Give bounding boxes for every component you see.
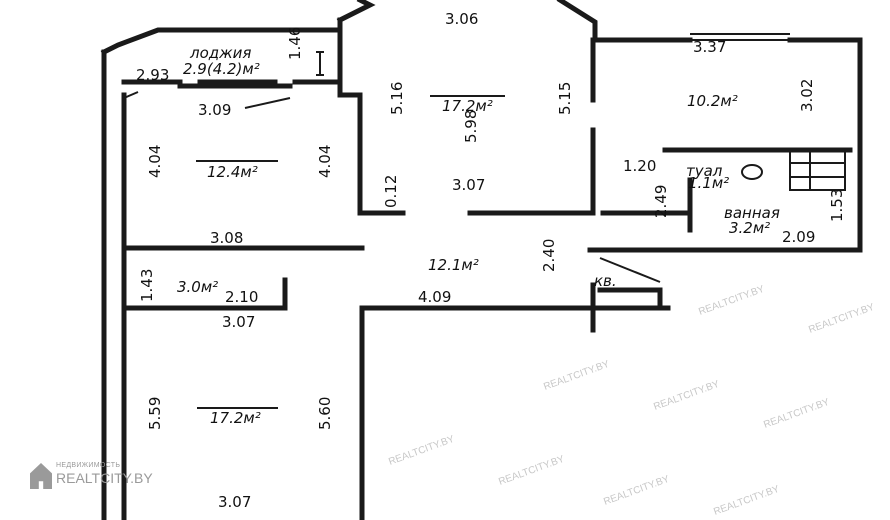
- room-top-right-dim-top: 3.37: [693, 38, 726, 56]
- bathroom-dim-width: 2.09: [782, 228, 815, 246]
- loggia-outer-wall: [100, 27, 363, 216]
- realtcity-logo: НЕДВИЖИМОСТЬ REALTCITY.BY: [30, 462, 180, 492]
- bathroom-name: ванная: [724, 204, 780, 222]
- bathroom-dim-left: 2.49: [652, 185, 670, 218]
- room-bottom-left-dim-left: 5.59: [146, 397, 164, 430]
- watermark-text: REALTCITY.BY: [697, 284, 766, 318]
- watermark-pattern: REALTCITY.BY REALTCITY.BY REALTCITY.BY R…: [387, 284, 876, 518]
- watermark-text: REALTCITY.BY: [807, 302, 876, 336]
- loggia-pointer: [244, 97, 291, 109]
- top-center-right-wall: [467, 37, 596, 216]
- room-bottom-left-dim-bottom: 3.07: [218, 493, 251, 511]
- room-left-top-dim-bottom: 3.08: [210, 229, 243, 247]
- watermark-text: REALTCITY.BY: [652, 379, 721, 413]
- room-bottom-left-dim-right: 5.60: [316, 397, 334, 430]
- walls: [100, 0, 863, 520]
- bathroom-area: 3.2м²: [729, 219, 770, 237]
- watermark-text: REALTCITY.BY: [712, 484, 781, 518]
- room-top-center-dim-bottom: 3.07: [452, 176, 485, 194]
- entry-door-swing: [599, 257, 661, 283]
- wc-name: туал: [686, 162, 723, 180]
- loggia-dim-marker: [316, 51, 324, 76]
- door-mark-left: [123, 91, 139, 99]
- bathtub-tiles: [790, 150, 845, 190]
- top-right-room-wall: [607, 37, 863, 253]
- watermark-text: REALTCITY.BY: [602, 474, 671, 508]
- house-icon: [30, 463, 52, 489]
- room-left-top-dim-left: 4.04: [146, 145, 164, 178]
- storage-dim-left: 1.43: [138, 269, 156, 302]
- storage-dim-right: 2.10: [225, 288, 258, 306]
- area-underlines: [196, 95, 505, 409]
- hall-area: 12.1м²: [428, 256, 479, 274]
- logo-subtitle: НЕДВИЖИМОСТЬ: [56, 462, 121, 469]
- watermark-text: REALTCITY.BY: [497, 454, 566, 488]
- outer-wall-left: [101, 49, 127, 520]
- room-top-center-dim-depth: 5.98: [462, 110, 480, 143]
- room-left-top-dim-right: 4.04: [316, 145, 334, 178]
- room-top-center-dim-left: 5.16: [388, 82, 406, 115]
- room-top-center-dim-right: 5.15: [556, 82, 574, 115]
- watermark-text: REALTCITY.BY: [387, 434, 456, 468]
- room-top-center-dim-small: 0.12: [382, 175, 400, 208]
- storage-area: 3.0м²: [177, 278, 218, 296]
- wc-dim: 1.20: [623, 157, 656, 175]
- loggia-area: 2.9(4.2)м²: [183, 60, 260, 78]
- bath-fixtures: [741, 149, 846, 191]
- storage-walls: [121, 277, 288, 311]
- loggia-name: лоджия: [189, 44, 251, 62]
- watermark-text: REALTCITY.BY: [542, 359, 611, 393]
- hall-dim-bottom: 4.09: [418, 288, 451, 306]
- bathroom-dim-side: 1.53: [828, 189, 846, 222]
- watermark-text: REALTCITY.BY: [762, 397, 831, 431]
- room-top-right-dim-right: 3.02: [798, 79, 816, 112]
- area-underline: [196, 95, 505, 409]
- loggia-dim-side: 1.46: [286, 27, 304, 60]
- room-left-top-area: 12.4м²: [207, 163, 258, 181]
- room-bottom-left-area: 17.2м²: [210, 409, 261, 427]
- logo-title: REALTCITY.BY: [56, 470, 153, 486]
- storage-dim-bottom: 3.07: [222, 313, 255, 331]
- loggia-dim-left: 2.93: [136, 66, 169, 84]
- bay-walls: [336, 0, 613, 216]
- entry-door-label: кв.: [594, 272, 617, 290]
- top-right-window: [690, 33, 790, 41]
- entry-door-frame: [590, 282, 663, 333]
- room-top-center-dim-top: 3.06: [445, 10, 478, 28]
- room-top-center-area: 17.2м²: [442, 97, 493, 115]
- room-top-right-area: 10.2м²: [687, 92, 738, 110]
- hall-dim-right: 2.40: [540, 239, 558, 272]
- toilet-icon: [741, 164, 763, 180]
- labels: лоджия 2.9(4.2)м² 1.46 2.93 3.09 3.06 5.…: [136, 10, 846, 511]
- wc-area: 1.1м²: [688, 174, 729, 192]
- bathtub: [789, 149, 846, 191]
- loggia-dim-bottom: 3.09: [198, 101, 231, 119]
